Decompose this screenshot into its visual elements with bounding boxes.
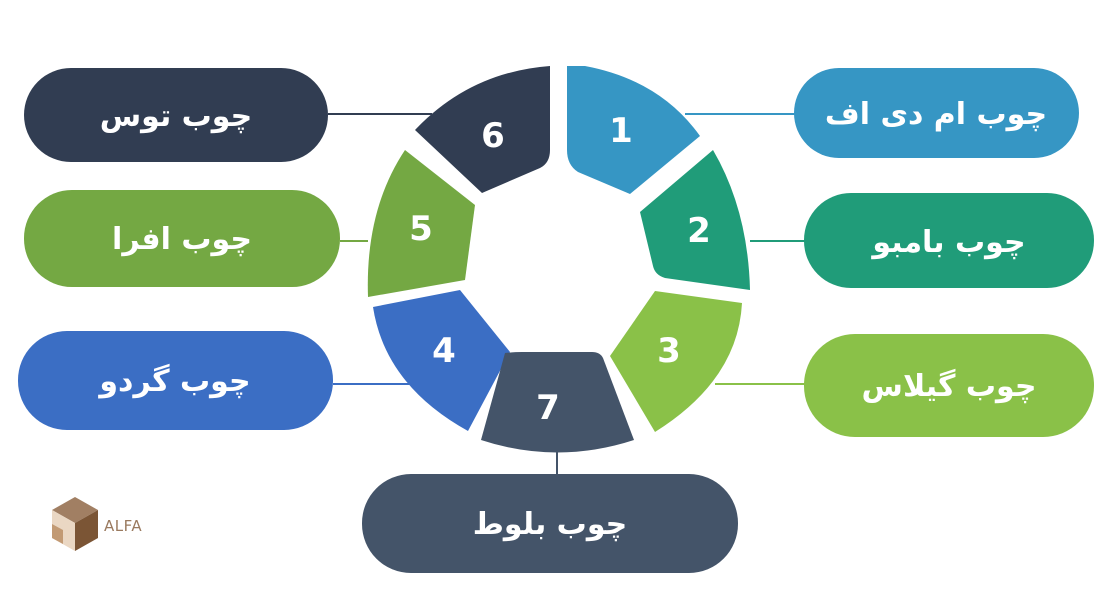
segment-number-2: 2 <box>687 211 711 251</box>
segment-number-4: 4 <box>432 331 456 371</box>
label-text-5: چوب افرا <box>112 222 252 257</box>
segment-number-3: 3 <box>657 331 681 371</box>
segment-number-6: 6 <box>481 116 505 156</box>
label-pill-7 <box>362 474 738 573</box>
segment-numbers: 1 2 3 4 5 6 7 <box>409 111 711 428</box>
label-pill-5 <box>24 190 340 287</box>
label-text-6: چوب توس <box>100 99 253 134</box>
segment-number-1: 1 <box>609 111 633 151</box>
label-text-1: چوب ام دی اف <box>825 97 1047 132</box>
label-pill-1 <box>794 68 1079 158</box>
segment-number-7: 7 <box>536 388 560 428</box>
ring-segments <box>367 66 750 453</box>
label-text-7: چوب بلوط <box>473 507 628 542</box>
segment-2 <box>640 150 750 290</box>
label-pills: چوب ام دی اف چوب بامبو چوب گیلاس چوب گرد… <box>18 68 1094 573</box>
segment-number-5: 5 <box>409 209 433 249</box>
label-pill-2 <box>804 193 1094 288</box>
label-pill-6 <box>24 68 328 162</box>
logo: ALFA <box>52 497 142 551</box>
segment-1 <box>567 66 700 194</box>
label-pill-4 <box>18 331 333 430</box>
label-text-3: چوب گیلاس <box>862 368 1037 404</box>
segment-7 <box>481 352 634 453</box>
segment-6 <box>415 66 550 193</box>
label-pill-3 <box>804 334 1094 437</box>
segment-4 <box>373 290 510 431</box>
connector-lines <box>328 113 808 478</box>
label-text-2: چوب بامبو <box>870 225 1025 260</box>
segment-5 <box>367 150 475 297</box>
cube-logo-icon <box>52 497 98 551</box>
logo-text: ALFA <box>104 517 142 535</box>
label-text-4: چوب گردو <box>97 363 250 399</box>
segment-3 <box>610 291 742 432</box>
